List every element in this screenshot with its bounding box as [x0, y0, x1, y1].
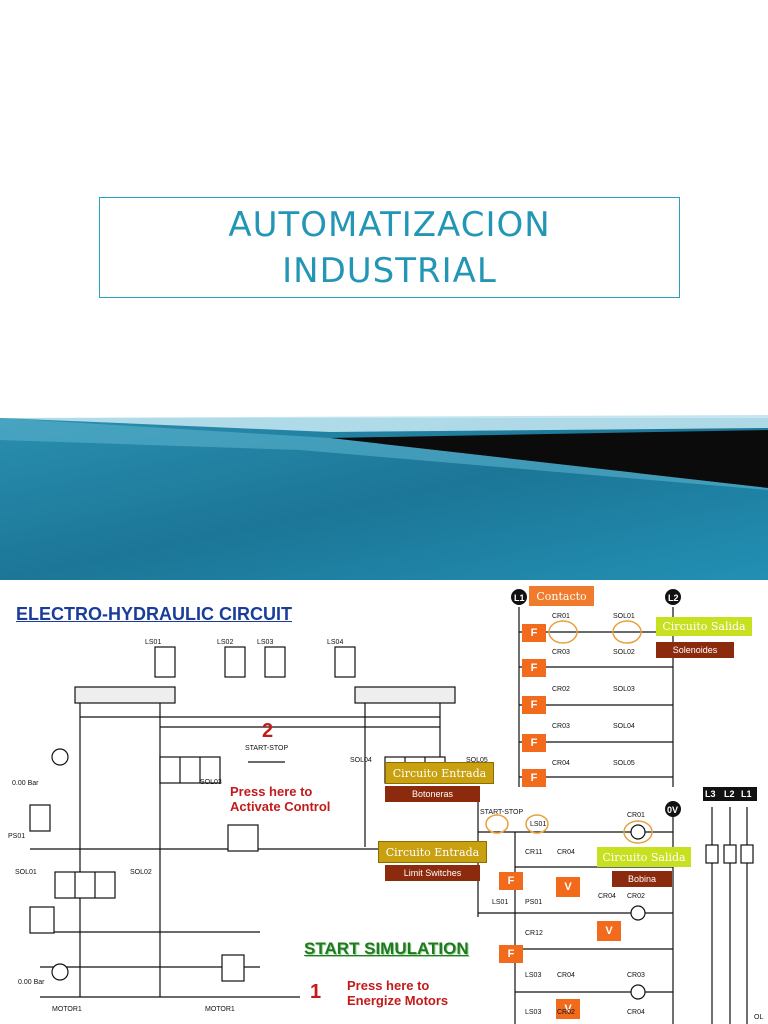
label-ps01-ladder: PS01 [525, 899, 543, 906]
rail-l1-label: L1 [514, 593, 525, 603]
v-box-1: V [556, 877, 580, 897]
step1-line1: Press here to [347, 978, 430, 993]
label-sol02: SOL02 [130, 869, 152, 876]
label-cr11: CR11 [525, 849, 543, 856]
rail-l2-label: L2 [668, 593, 679, 603]
f-box-3: F [522, 696, 546, 714]
electro-hydraulic-diagram: L1 L2 0V L3 L2 L1 ELECTRO-HYDRAULIC CIRC… [0, 577, 768, 1024]
label-ps01: PS01 [8, 833, 26, 840]
label-ls03: LS03 [257, 639, 274, 646]
callout-circuito-entrada-1: Circuito Entrada [385, 762, 494, 784]
label-cr04-c: CR04 [557, 972, 575, 979]
callout-botoneras: Botoneras [385, 786, 480, 802]
label-sol04-ladder: SOL04 [613, 723, 635, 730]
label-cr03b-ladder: CR03 [552, 723, 570, 730]
label-cr02-coil: CR02 [627, 893, 645, 900]
label-sol03: SOL03 [200, 779, 222, 786]
callout-circuito-salida-2: Circuito Salida [597, 847, 691, 867]
label-sol05: SOL05 [466, 757, 488, 764]
label-sol02-ladder: SOL02 [613, 649, 635, 656]
label-sol04: SOL04 [350, 757, 372, 764]
step1-line2: Energize Motors [347, 993, 449, 1008]
label-sol01: SOL01 [15, 869, 37, 876]
label-sol03-ladder: SOL03 [613, 686, 635, 693]
title-box: AUTOMATIZACION INDUSTRIAL [99, 197, 680, 298]
callout-circuito-salida-1: Circuito Salida [656, 617, 752, 636]
title-line-2: INDUSTRIAL [282, 250, 497, 291]
step2-line1: Press here to [230, 784, 313, 799]
label-sol05-ladder: SOL05 [613, 760, 635, 767]
callout-bobina: Bobina [612, 871, 672, 887]
step2-start-stop-label: START-STOP [245, 745, 289, 752]
callout-limit-switches: Limit Switches [385, 865, 480, 881]
v-box-3: V [556, 999, 580, 1019]
label-bar2: 0.00 Bar [18, 979, 45, 986]
callout-solenoides: Solenoides [656, 642, 734, 658]
label-ls03-b: LS03 [525, 1009, 542, 1016]
label-sol01-ladder: SOL01 [613, 613, 635, 620]
decorative-band [0, 415, 768, 580]
label-ls01: LS01 [145, 639, 162, 646]
label-ls04: LS04 [327, 639, 344, 646]
label-cr03-coil: CR03 [627, 972, 645, 979]
label-ol: OL [754, 1014, 764, 1021]
diagram-heading: ELECTRO-HYDRAULIC CIRCUIT [16, 604, 292, 624]
label-cr02-b: CR02 [557, 1009, 575, 1016]
label-cr03-ladder: CR03 [552, 649, 570, 656]
label-cr01-coil: CR01 [627, 812, 645, 819]
label-ls03-ladder: LS03 [525, 972, 542, 979]
label-cr02-ladder: CR02 [552, 686, 570, 693]
label-ls01-ps: LS01 [492, 899, 509, 906]
callout-contacto: Contacto [529, 586, 594, 606]
step1-instruction[interactable]: Press here to Energize Motors [347, 978, 448, 1008]
label-ls02: LS02 [217, 639, 234, 646]
label-bar1: 0.00 Bar [12, 780, 39, 787]
f-box-4: F [522, 734, 546, 752]
rail-0v-label: 0V [667, 805, 679, 815]
label-cr04-contact: CR04 [557, 849, 575, 856]
label-motor2: MOTOR1 [205, 1006, 235, 1013]
f-box-2: F [522, 659, 546, 677]
rail-l1b-label: L1 [741, 789, 752, 799]
step2-number: 2 [262, 720, 274, 742]
label-cr12: CR12 [525, 930, 543, 937]
v-box-2: V [597, 921, 621, 941]
f-box-1: F [522, 624, 546, 642]
label-cr01-top: CR01 [552, 613, 570, 620]
label-ls01-ladder: LS01 [530, 821, 547, 828]
f-box-6: F [499, 872, 523, 890]
f-box-7: F [499, 945, 523, 963]
title-line-1: AUTOMATIZACION [228, 204, 551, 245]
start-simulation-button[interactable]: START SIMULATION [304, 939, 469, 958]
rail-l3-label: L3 [705, 789, 716, 799]
label-cr04-d: CR04 [627, 1009, 645, 1016]
step1-number: 1 [310, 981, 322, 1003]
f-box-5: F [522, 769, 546, 787]
label-cr04-ladder: CR04 [552, 760, 570, 767]
step2-instruction[interactable]: Press here to Activate Control [230, 784, 330, 814]
step2-line2: Activate Control [230, 799, 331, 814]
label-motor1: MOTOR1 [52, 1006, 82, 1013]
callout-circuito-entrada-2: Circuito Entrada [378, 841, 487, 863]
label-cr04-b: CR04 [598, 893, 616, 900]
rail-l2b-label: L2 [724, 789, 735, 799]
label-start-stop-ladder: START-STOP [480, 809, 524, 816]
